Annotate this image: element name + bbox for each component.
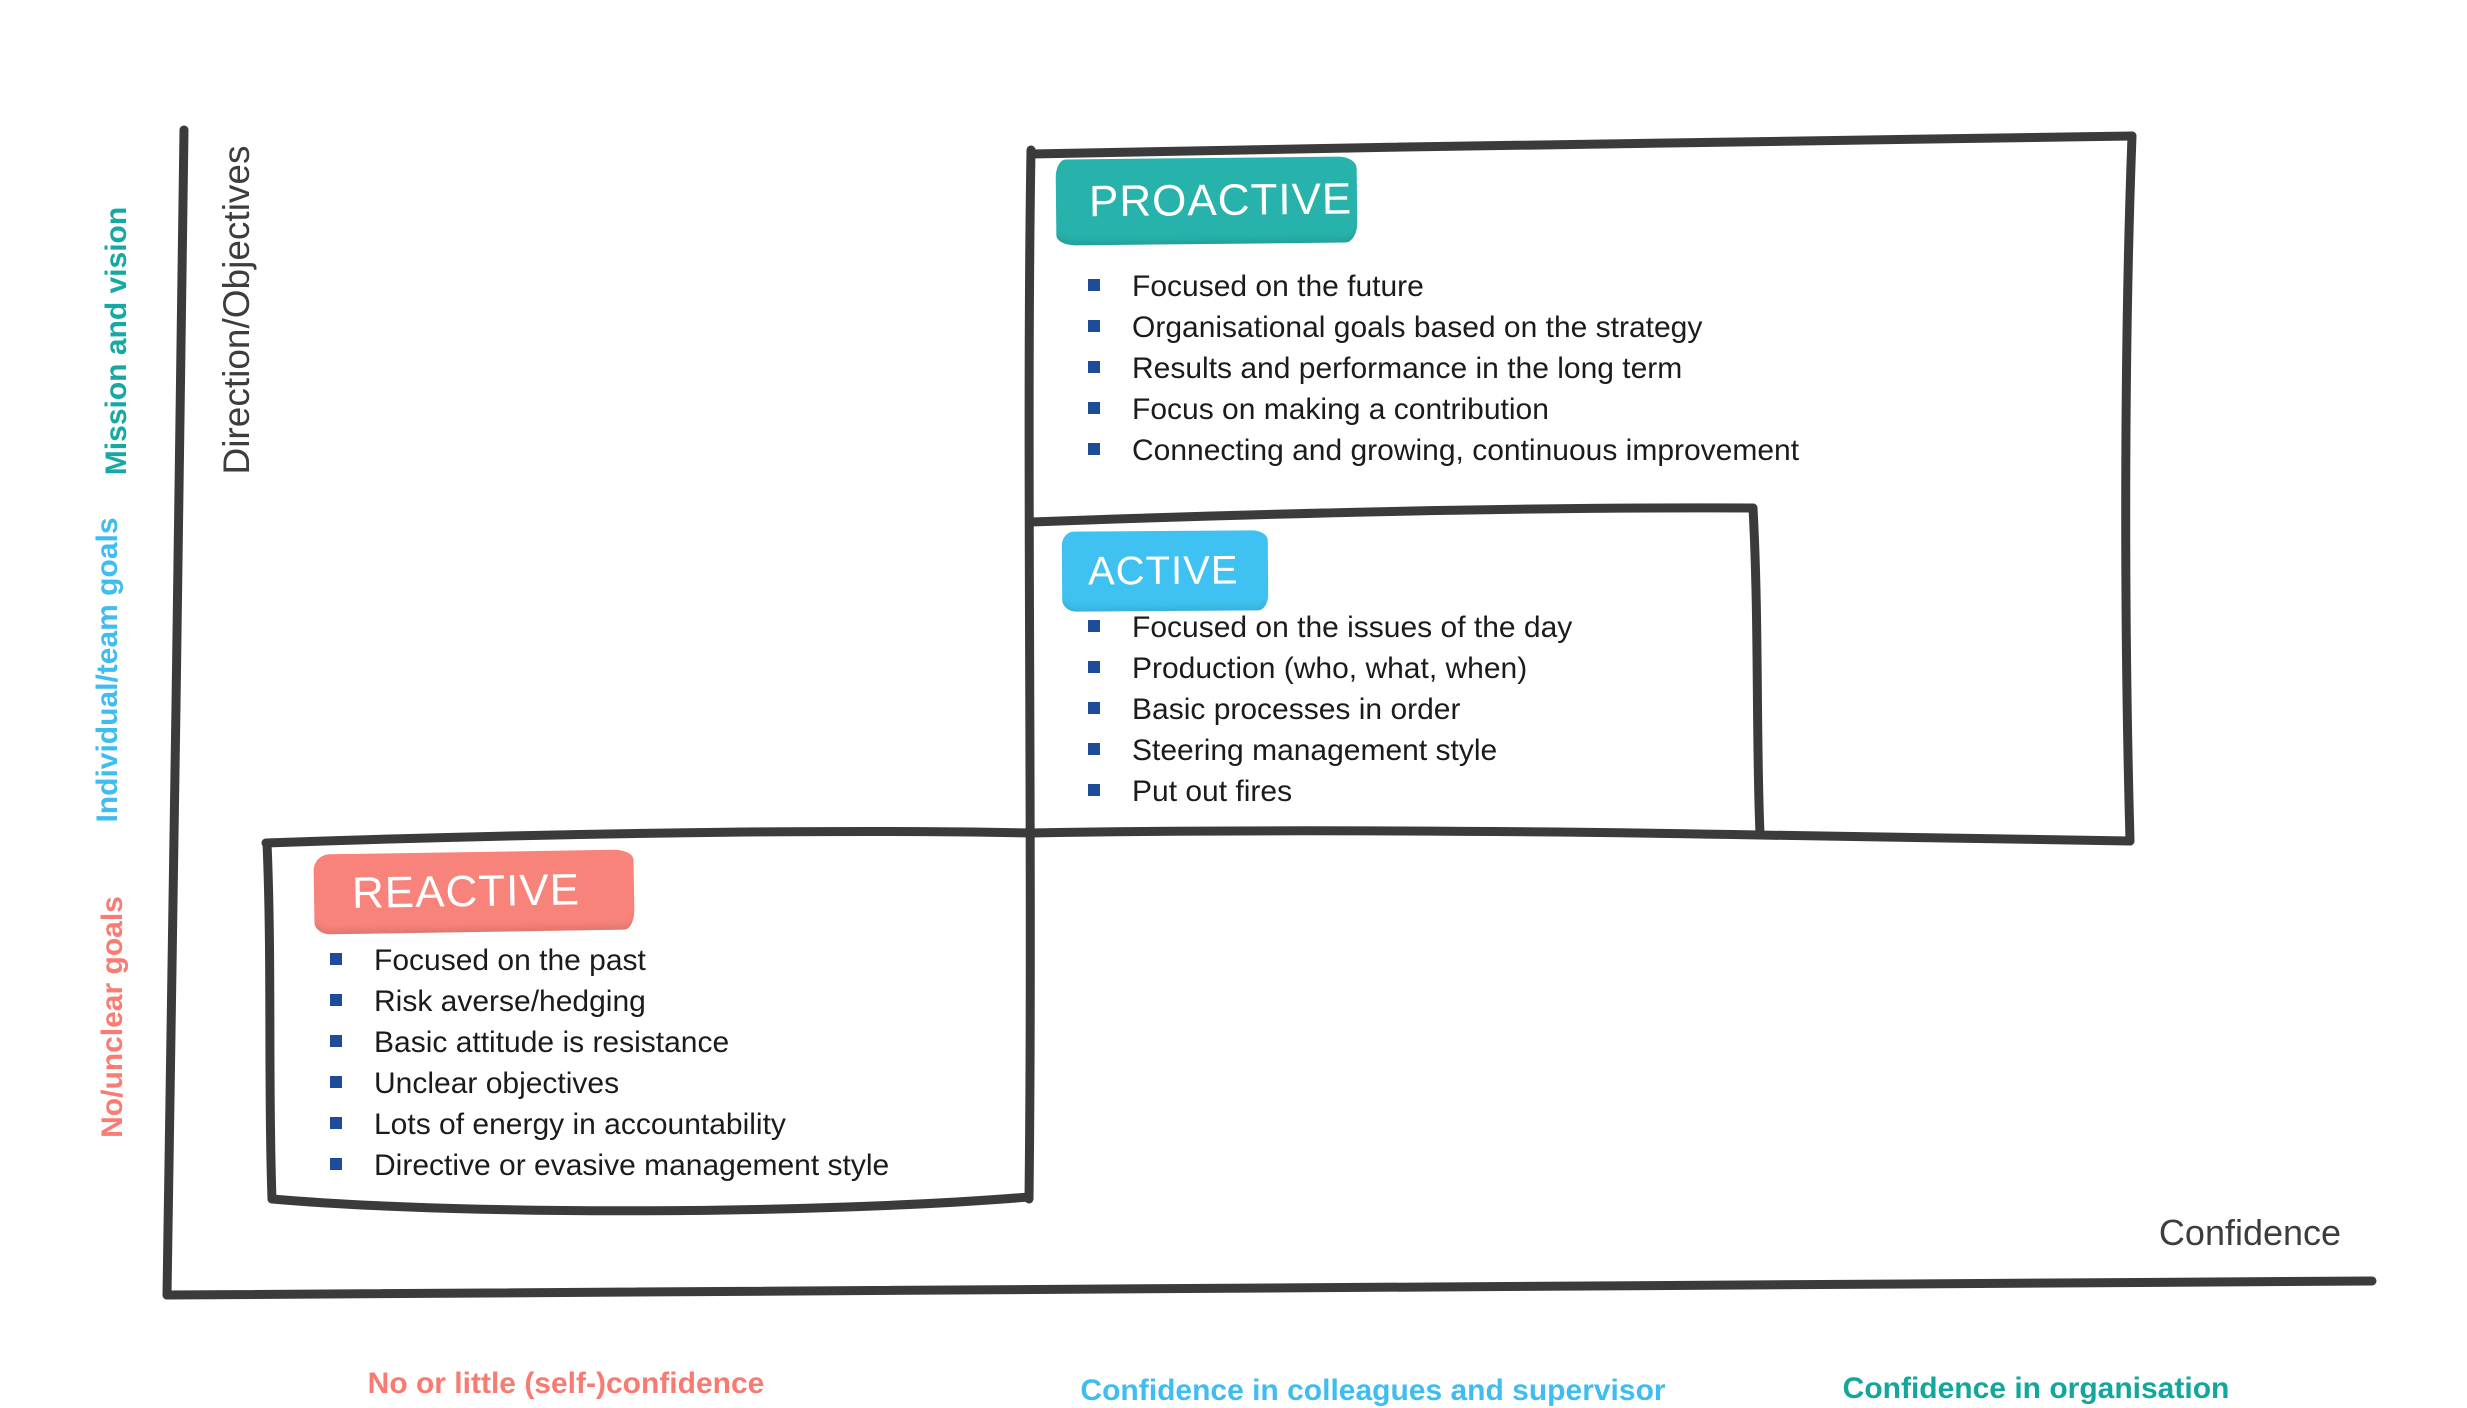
bullet-item: Basic processes in order [1086,689,1572,730]
bullet-text: Risk averse/hedging [374,985,646,1018]
bullet-text: Steering management style [1132,734,1498,767]
axes-and-borders [162,125,2377,1300]
bullet-text: Unclear objectives [374,1067,620,1100]
bullet-item: Risk averse/hedging [328,981,889,1022]
bullet-item: Put out fires [1086,771,1572,812]
active-bullet-list: Focused on the issues of the day Product… [1086,607,1572,812]
proactive-bullet-list: Focused on the future Organisational goa… [1086,266,1799,471]
bullet-square-icon [330,1158,342,1170]
bullet-square-icon [1088,743,1100,755]
bullet-square-icon [1088,661,1100,673]
active-box-top-border [1026,503,1758,527]
bullet-square-icon [330,1076,342,1088]
bullet-item: Connecting and growing, continuous impro… [1086,430,1799,471]
bullet-item: Results and performance in the long term [1086,348,1799,389]
shared-horizontal-border [261,826,2135,848]
reactive-title: REACTIVE [351,865,581,918]
bullet-item: Production (who, what, when) [1086,648,1572,689]
bullet-text: Basic processes in order [1132,693,1461,726]
bullet-text: Basic attitude is resistance [374,1026,730,1059]
bullet-square-icon [1088,279,1100,291]
bullet-text: Focus on making a contribution [1132,393,1549,426]
proactive-title-chip: PROACTIVE [1055,156,1358,246]
x-axis-label-confidence-in-colleagues-and-supervisor: Confidence in colleagues and supervisor [1080,1374,1666,1407]
active-box-right-border [1748,503,1765,839]
bullet-square-icon [1088,320,1100,332]
bullet-item: Focused on the future [1086,266,1799,307]
bullet-item: Unclear objectives [328,1063,889,1104]
bullet-square-icon [1088,702,1100,714]
reactive-title-chip: REACTIVE [313,849,635,935]
reactive-bullet-list: Focused on the past Risk averse/hedging … [328,940,889,1186]
bullet-text: Focused on the past [374,944,646,977]
bullet-square-icon [1088,620,1100,632]
proactive-box-right-border [2121,131,2137,846]
bullet-item: Focus on making a contribution [1086,389,1799,430]
y-axis-line [162,125,189,1300]
bullet-text: Focused on the future [1132,270,1424,303]
bullet-square-icon [1088,361,1100,373]
x-axis-line [162,1276,2377,1300]
bullet-square-icon [330,1035,342,1047]
bullet-item: Organisational goals based on the strate… [1086,307,1799,348]
bullet-square-icon [1088,784,1100,796]
bullet-square-icon [330,953,342,965]
active-title-chip: ACTIVE [1061,530,1269,612]
bullet-text: Lots of energy in accountability [374,1108,786,1141]
y-axis-title: Direction/Objectives [216,145,257,475]
proactive-title: PROACTIVE [1088,174,1353,227]
x-axis-label-no-or-little-self-confidence: No or little (self-)confidence [367,1367,765,1400]
bullet-square-icon [330,994,342,1006]
bullet-item: Focused on the past [328,940,889,981]
bullet-text: Connecting and growing, continuous impro… [1132,434,1800,467]
bullet-square-icon [1088,402,1100,414]
bullet-text: Results and performance in the long term [1132,352,1683,385]
y-axis-label-individual-team-goals: Individual/team goals [91,517,124,823]
bullet-text: Put out fires [1132,775,1293,808]
reactive-box-left-border [262,838,277,1204]
bullet-square-icon [330,1117,342,1129]
bullet-text: Organisational goals based on the strate… [1132,311,1703,344]
bullet-item: Focused on the issues of the day [1086,607,1572,648]
shared-vertical-border [1024,145,1036,1204]
bullet-item: Basic attitude is resistance [328,1022,889,1063]
proactive-box-top-border [1026,131,2137,159]
active-title: ACTIVE [1087,547,1239,594]
bullet-text: Focused on the issues of the day [1132,611,1573,644]
bullet-text: Production (who, what, when) [1132,652,1528,685]
bullet-text: Directive or evasive management style [374,1149,890,1182]
y-axis-label-no-unclear-goals: No/unclear goals [96,896,129,1138]
bullet-square-icon [1088,443,1100,455]
bullet-item: Directive or evasive management style [328,1145,889,1186]
bullet-item: Lots of energy in accountability [328,1104,889,1145]
x-axis-title: Confidence [2158,1212,2342,1253]
reactive-box-bottom-border [267,1192,1034,1216]
y-axis-label-mission-and-vision: Mission and vision [100,206,133,476]
bullet-item: Steering management style [1086,730,1572,771]
x-axis-label-confidence-in-organisation: Confidence in organisation [1842,1372,2230,1405]
